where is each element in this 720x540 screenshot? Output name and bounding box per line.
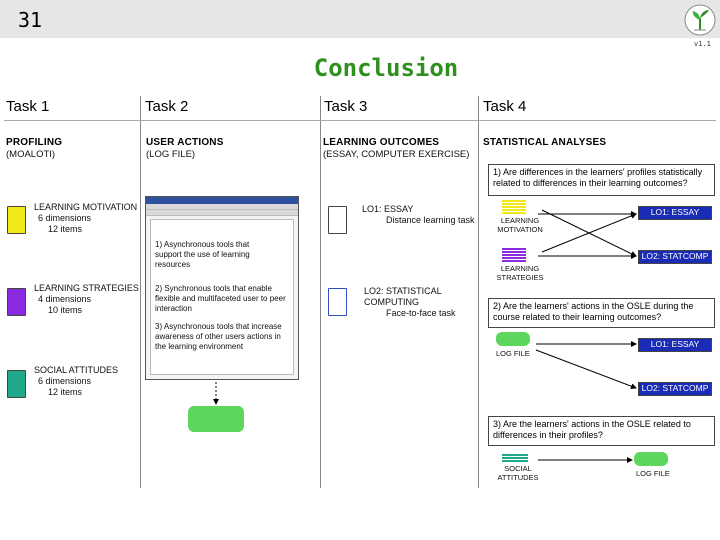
task1-subheading: (MOALOTI) [6,149,56,160]
q3-logfile-icon [634,452,668,466]
sprout-logo-icon [684,4,716,36]
diagram-panel: Task 1 Task 2 Task 3 Task 4 PROFILING (M… [2,92,718,488]
outcome-name: LO2: STATISTICAL COMPUTING [364,286,442,307]
q1-target-statcomp: LO2: STATCOMP [638,250,712,264]
window-toolbar [146,204,298,210]
task1-label: Task 1 [6,98,50,115]
q3-target: LOG FILE [636,469,670,478]
profile-item-count: 10 items [48,305,83,315]
profile-item-dimensions: 6 dimensions [38,376,92,386]
task3-subheading: (ESSAY, COMPUTER EXERCISE) [323,149,470,160]
osle-screenshot: 1) Asynchronous tools that support the u… [145,196,299,380]
task1-heading: PROFILING [6,137,63,148]
task4-connectors [213,209,637,463]
learning-motivation-doc-icon [7,206,26,234]
task3-heading: LEARNING OUTCOMES [323,137,440,148]
task2-heading: USER ACTIONS [146,137,224,148]
version-label: v1.1 [694,40,711,48]
task3-label: Task 3 [324,98,368,115]
statcomp-doc-icon [328,288,347,316]
slide-number: 31 [18,8,43,32]
window-addressbar [146,210,298,216]
q1-source-1: LEARNING MOTIVATION [497,216,543,234]
profile-item-dimensions: 6 dimensions [38,213,92,223]
task2-subheading: (LOG FILE) [146,149,196,160]
task2-note-1: 1) Asynchronous tools that support the u… [155,240,250,269]
question-2-box: 2) Are the learners' actions in the OSLE… [488,298,715,328]
window-content: 1) Asynchronous tools that support the u… [150,219,294,375]
task2-note-2: 2) Synchronous tools that enable flexibl… [155,284,286,313]
window-titlebar [146,197,298,204]
slide-title: Conclusion [313,54,459,82]
profile-item-name: LEARNING STRATEGIES [34,283,139,293]
outcome-detail: Distance learning task [386,215,475,225]
q1-source-2: LEARNING STRATEGIES [496,264,544,282]
profile-item-count: 12 items [48,224,83,234]
log-file-database-icon [188,406,244,432]
column-separator [320,96,321,488]
motivation-stack-icon [502,200,526,214]
q2-target-statcomp: LO2: STATCOMP [638,382,712,396]
profile-item-name: SOCIAL ATTITUDES [34,365,119,375]
strategies-stack-icon [502,248,526,262]
question-1-box: 1) Are differences in the learners' prof… [488,164,715,196]
column-separator [140,96,141,488]
profile-item-name: LEARNING MOTIVATION [34,202,138,212]
outcome-detail: Face-to-face task [386,308,456,318]
column-separator [478,96,479,488]
essay-doc-icon [328,206,347,234]
q1-target-essay: LO1: ESSAY [638,206,712,220]
task2-label: Task 2 [145,98,189,115]
outcome-name: LO1: ESSAY [362,204,414,214]
slide-header-bar [0,0,720,38]
profile-item-dimensions: 4 dimensions [38,294,92,304]
header-underline [4,120,716,121]
social-attitudes-doc-icon [7,370,26,398]
q2-logfile-icon [496,332,530,346]
learning-strategies-doc-icon [7,288,26,316]
q3-attitudes-stack-icon [502,454,528,462]
task2-note-3: 3) Asynchronous tools that increase awar… [155,322,282,351]
task4-label: Task 4 [483,98,527,115]
q2-source: LOG FILE [496,349,530,358]
question-3-box: 3) Are the learners' actions in the OSLE… [488,416,715,446]
q3-source: SOCIAL ATTITUDES [497,464,539,482]
profile-item-count: 12 items [48,387,83,397]
q2-target-essay: LO1: ESSAY [638,338,712,352]
task4-heading: STATISTICAL ANALYSES [483,137,607,148]
